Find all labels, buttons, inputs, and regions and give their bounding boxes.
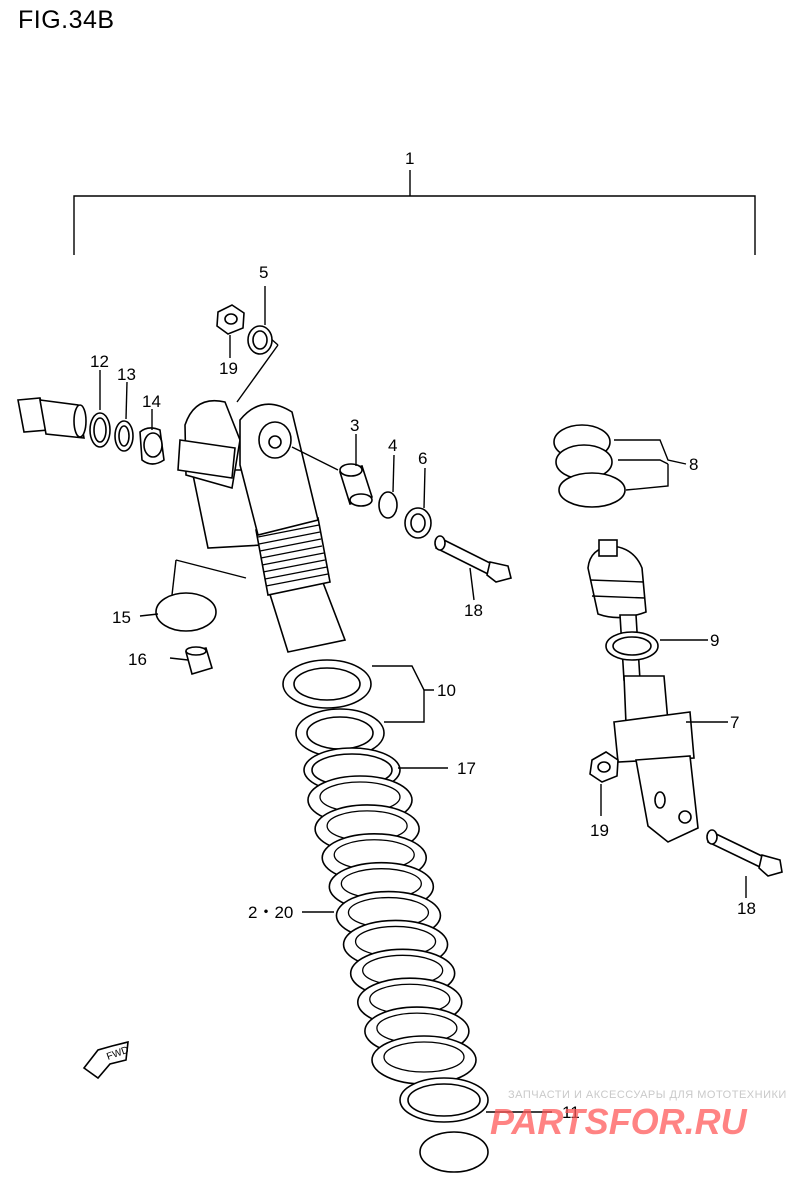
callout-14: 14: [142, 392, 161, 411]
callout-10: 10: [437, 681, 456, 700]
callout-1: 1: [405, 149, 414, 168]
leader-lines: [99, 286, 747, 1113]
cap-15: [155, 592, 217, 632]
callout-labels: 1 5 19 12 13 14 3 4 6 8 18 15 9 16 10 7 …: [90, 149, 756, 1122]
lock-ring-10-upper: [282, 659, 372, 709]
shock-body: [171, 337, 347, 653]
callout-13: 13: [117, 365, 136, 384]
callout-2-20: 2・20: [248, 903, 293, 922]
forward-arrow-icon: FWD: [82, 1040, 130, 1080]
adjuster-knob: [17, 397, 87, 439]
bump-stop: [587, 539, 647, 619]
washer-9: [605, 631, 659, 661]
clip-4: [378, 491, 398, 519]
nut-19-right: [589, 751, 619, 783]
bushing-3: [338, 463, 374, 507]
plug-16: [185, 646, 213, 676]
assembly-bracket: [73, 170, 756, 255]
cap-14: [139, 427, 165, 465]
callout-5: 5: [259, 263, 268, 282]
watermark: ЗАПЧАСТИ И АКСЕССУАРЫ ДЛЯ МОТОТЕХНИКИ PA…: [490, 1089, 787, 1142]
callout-3: 3: [350, 416, 359, 435]
watermark-top-text: ЗАПЧАСТИ И АКСЕССУАРЫ ДЛЯ МОТОТЕХНИКИ: [508, 1089, 787, 1101]
o-ring-12: [89, 412, 111, 448]
bolt-18-lower: [706, 829, 783, 877]
callout-9: 9: [710, 631, 719, 650]
callout-18-upper: 18: [464, 601, 483, 620]
callout-4: 4: [388, 436, 397, 455]
nut-19-top: [216, 304, 245, 335]
seal-6: [404, 507, 432, 539]
reservoir-body: [177, 400, 263, 549]
callout-7: 7: [730, 713, 739, 732]
lock-ring-10-lower: [295, 708, 385, 758]
callout-6: 6: [418, 449, 427, 468]
callout-16: 16: [128, 650, 147, 669]
callout-12: 12: [90, 352, 109, 371]
washer-5: [247, 325, 273, 355]
callout-19-right: 19: [590, 821, 609, 840]
callout-8: 8: [689, 455, 698, 474]
rings-8: [553, 424, 626, 508]
leader-3-axis: [291, 446, 339, 471]
bolt-18-upper: [434, 535, 512, 583]
callout-11: 11: [562, 1103, 580, 1122]
callout-19-top: 19: [219, 359, 238, 378]
coil-spring: [307, 775, 477, 1085]
spring-seat-11: [399, 1077, 489, 1173]
callout-15: 15: [112, 608, 131, 627]
rod-end-7: [613, 675, 699, 843]
callout-17: 17: [457, 759, 476, 778]
figure-title: FIG.34B: [18, 6, 115, 34]
o-ring-13: [114, 420, 134, 452]
spring-coil-inner: [383, 1041, 465, 1073]
callout-18-lower: 18: [737, 899, 756, 918]
watermark-brand: PARTSFOR.RU: [490, 1101, 748, 1142]
